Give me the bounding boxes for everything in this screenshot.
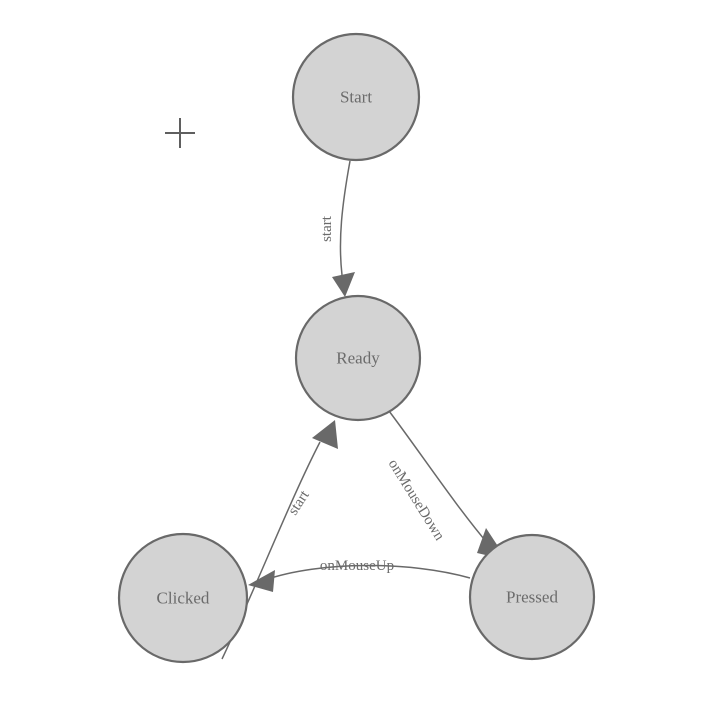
edge-pressed-to-clicked-path [264, 564, 471, 581]
node-start[interactable]: Start [291, 32, 421, 162]
node-ready-circle[interactable] [294, 294, 422, 422]
node-clicked-circle[interactable] [117, 532, 249, 664]
edge-label-start-to-ready: start [319, 215, 335, 242]
node-clicked[interactable]: Clicked [117, 532, 249, 664]
edge-label-pressed-to-clicked: onMouseUp [320, 558, 394, 574]
node-ready-label: Ready [336, 349, 380, 368]
edge-start-to-ready-path [339, 160, 351, 276]
edge-ready-to-pressed[interactable]: onMouseDown [385, 410, 507, 560]
edge-label-clicked-to-ready: start [285, 487, 313, 518]
edge-start-to-ready[interactable]: start [319, 160, 355, 297]
node-ready[interactable]: Ready [294, 294, 422, 422]
node-pressed-label: Pressed [506, 588, 558, 607]
edge-pressed-to-clicked[interactable]: onMouseUp [248, 558, 471, 592]
crosshair-icon[interactable] [165, 118, 195, 148]
node-start-circle[interactable] [291, 32, 421, 162]
edge-label-ready-to-pressed: onMouseDown [385, 457, 448, 544]
edge-start-to-ready-arrowhead [332, 272, 355, 297]
node-pressed[interactable]: Pressed [468, 533, 596, 661]
edge-ready-to-pressed-path [388, 410, 490, 546]
edge-clicked-to-ready-arrowhead [312, 420, 338, 449]
node-clicked-label: Clicked [157, 589, 210, 608]
edge-pressed-to-clicked-arrowhead [248, 570, 275, 592]
node-pressed-circle[interactable] [468, 533, 596, 661]
node-start-label: Start [340, 88, 372, 107]
